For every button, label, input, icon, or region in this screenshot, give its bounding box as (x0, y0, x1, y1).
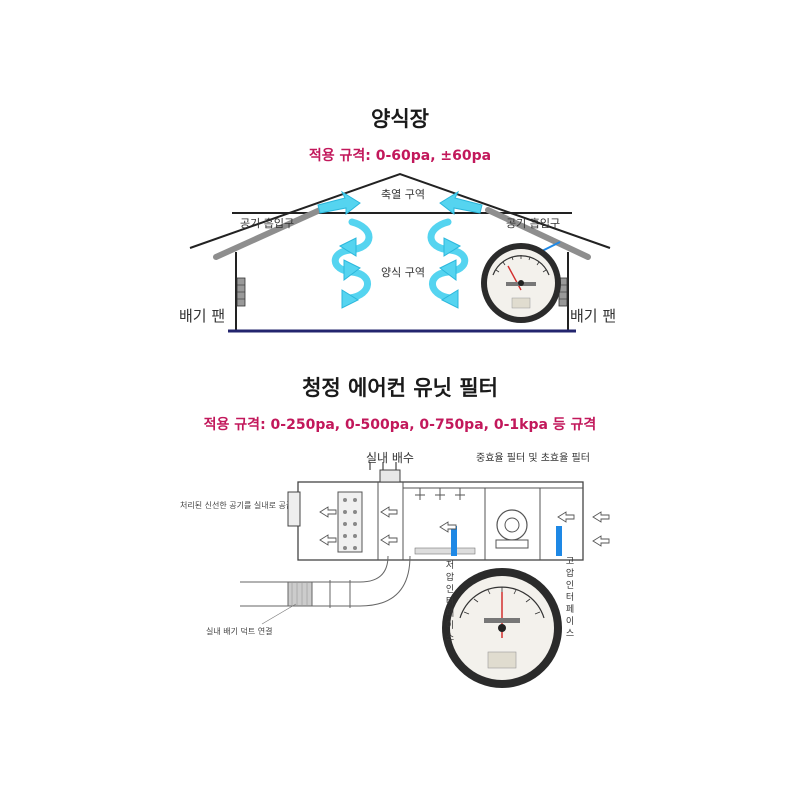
air-arrow-right (439, 190, 483, 216)
ahu-spec: 적용 규격: 0-250pa, 0-500pa, 0-750pa, 0-1kpa… (203, 417, 597, 433)
low-pressure-marker (451, 526, 457, 556)
indoor-drain-label: 실내 배수 (366, 451, 414, 465)
inlet-panel-right (485, 207, 591, 260)
air-arrow-left (317, 190, 361, 216)
pressure-gauge-ahu (442, 568, 562, 688)
exhaust-duct (240, 555, 411, 608)
exhaust-fan-left-label: 배기 팬 (179, 307, 226, 325)
exhaust-fan-left (236, 277, 246, 307)
swirl-arrows-right (427, 218, 469, 302)
high-pressure-interface-label: 고압인터페이스 (565, 557, 575, 639)
exhaust-duct-label: 실내 배기 덕트 연결 (206, 627, 273, 636)
farm-title: 양식장 (371, 107, 429, 131)
low-pressure-interface-label: 저압인터페이스 (445, 561, 455, 643)
roof-line (189, 172, 611, 249)
high-pressure-marker (556, 526, 562, 556)
filters-label: 중효율 필터 및 초효율 필터 (476, 453, 590, 464)
air-inlet-right-label: 공기 흡입구 (506, 217, 561, 230)
heat-zone-label: 축열 구역 (381, 188, 425, 201)
farm-spec: 적용 규격: 0-60pa, ±60pa (308, 148, 492, 164)
air-inlet-left-label: 공기 흡입구 (240, 217, 295, 230)
supply-note-label: 처리된 신선한 공기를 실내로 공급 (180, 501, 294, 510)
ahu-title: 청정 에어컨 유닛 필터 (302, 376, 498, 400)
inlet-panel-left (213, 207, 323, 260)
fan-icon (495, 509, 529, 549)
farm-zone-label: 양식 구역 (381, 266, 425, 279)
exhaust-fan-right-label: 배기 팬 (570, 307, 617, 325)
pressure-gauge-farm (481, 241, 561, 323)
swirl-arrows-left (331, 218, 373, 302)
